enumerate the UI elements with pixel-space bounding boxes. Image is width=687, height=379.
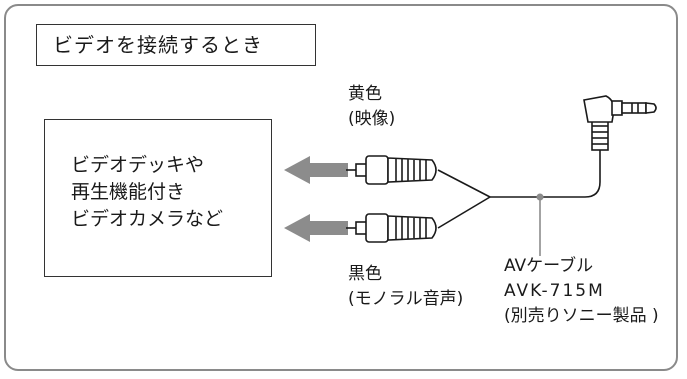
device-label-line-1: ビデオデッキや	[71, 154, 205, 176]
playback-device-box: ビデオデッキや 再生機能付き ビデオカメラなど	[44, 119, 272, 277]
diagram-title: ビデオを接続するとき	[36, 24, 316, 66]
av-cable-note: (別売りソニー製品 )	[504, 306, 659, 326]
device-label-line-2: 再生機能付き	[71, 181, 186, 203]
yellow-plug-signal: (映像)	[348, 109, 396, 129]
device-label-line-3: ビデオカメラなど	[71, 208, 224, 230]
yellow-plug-color: 黄色	[348, 84, 382, 104]
mini-plug-icon	[583, 95, 657, 151]
av-cable-wire	[437, 148, 601, 229]
black-plug-signal: (モノラル音声)	[348, 289, 464, 309]
diagram-frame	[4, 4, 678, 371]
yellow-plug-label: 黄色 (映像)	[348, 82, 395, 132]
audio-arrow-icon	[284, 214, 348, 242]
black-rca-plug-icon	[346, 213, 437, 243]
video-arrow-icon	[284, 156, 348, 184]
av-cable-label: AVケーブル AVK-715M (別売りソニー製品 )	[504, 254, 659, 329]
black-plug-color: 黒色	[348, 264, 382, 284]
black-plug-label: 黒色 (モノラル音声)	[348, 262, 463, 312]
cable-leader-dot	[536, 193, 544, 201]
av-cable-model: AVK-715M	[504, 281, 605, 301]
av-cable-name: AVケーブル	[504, 256, 594, 276]
yellow-rca-plug-icon	[346, 155, 437, 185]
